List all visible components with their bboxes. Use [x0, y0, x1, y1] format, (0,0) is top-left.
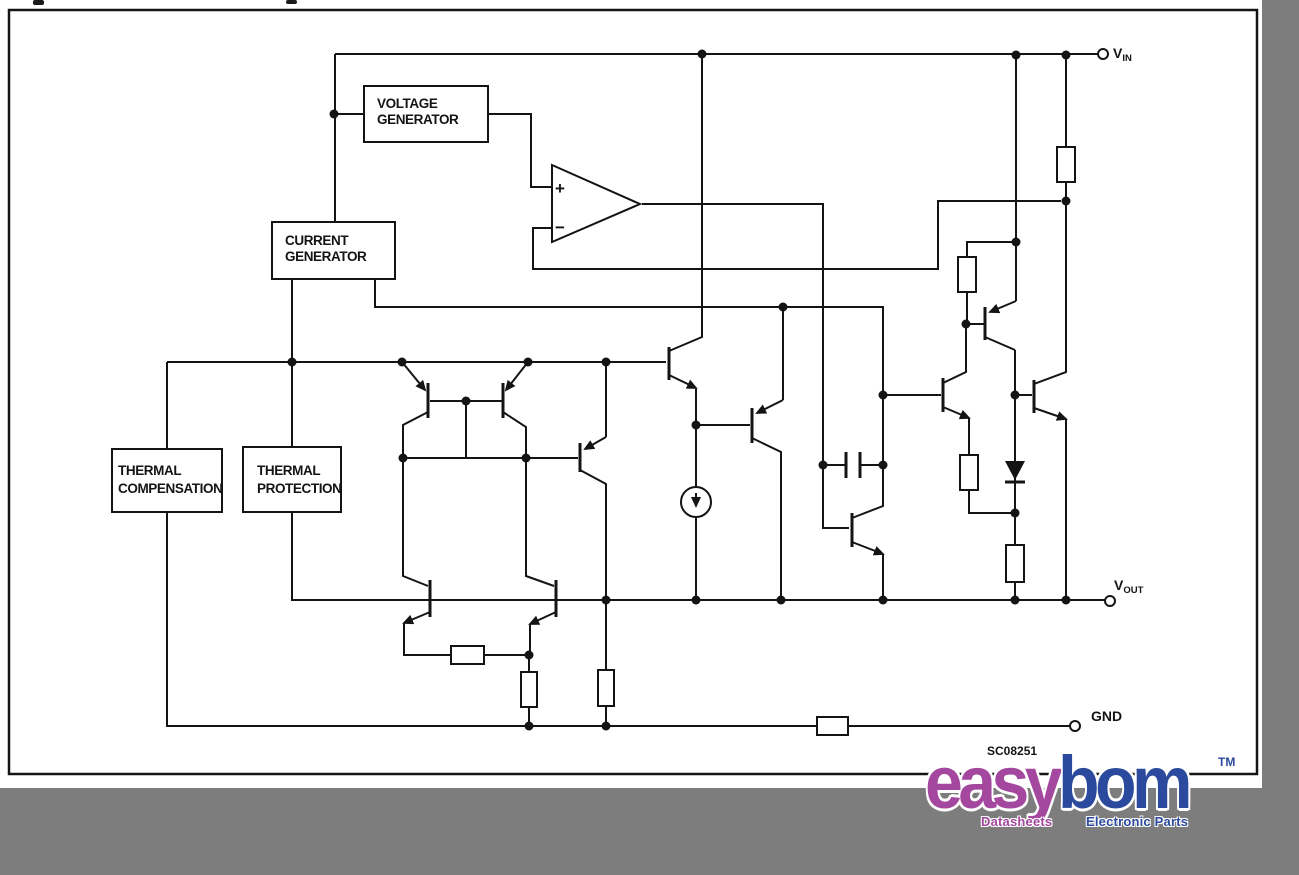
watermark-easy-text: easy [925, 741, 1063, 824]
wire-q3-collector [579, 469, 607, 600]
wire-q9-collector [942, 324, 967, 384]
transistor-q9-npn [941, 378, 971, 420]
svg-text:VOUT: VOUT [1114, 577, 1144, 596]
transistor-q4-npn [667, 347, 698, 389]
pin-gnd-label: GND [1091, 708, 1122, 724]
block-label: GENERATOR [285, 249, 367, 264]
capacitor [844, 452, 862, 478]
current-source [680, 486, 712, 518]
watermark-tagline-electronic-parts: Electronic Parts [1086, 814, 1189, 829]
block-thermal-compensation: THERMAL COMPENSATION [111, 448, 223, 513]
paper-background [0, 0, 1262, 788]
wire-opamp-minus-feedback [532, 200, 1061, 270]
block-current-generator: CURRENT GENERATOR [271, 221, 396, 280]
pin-vin-label: V [1113, 45, 1123, 61]
watermark-tagline-datasheets: Datasheets [981, 814, 1053, 829]
watermark-logo: easybom [925, 746, 1193, 820]
terminal-circle [1097, 48, 1109, 60]
wire-gnd-rail [166, 512, 1070, 727]
wire-q9-emitter-run [968, 418, 1015, 514]
transistor-q11-npn [1032, 380, 1068, 421]
block-label: THERMAL [118, 463, 181, 478]
terminal-circle [1069, 720, 1081, 732]
block-label: VOLTAGE [377, 96, 438, 111]
resistor [959, 454, 979, 491]
transistor-q5-pnp [750, 399, 784, 443]
resistor [450, 645, 485, 665]
pin-vin: VIN [1097, 45, 1132, 64]
wire-vin-drop [334, 54, 364, 222]
transistor-q10-pnp [983, 300, 1017, 340]
resistor [1056, 146, 1076, 183]
wire-opamp-plus-input [488, 113, 552, 188]
transistor-q6-npn [402, 580, 432, 625]
resistor [520, 671, 538, 708]
wire-q1-collector [402, 411, 429, 587]
figure-code: SC08251 [987, 744, 1037, 758]
wire-q2-collector [502, 411, 555, 587]
wire-q10-collector [984, 336, 1016, 351]
resistor [816, 716, 849, 736]
wire-current-gen-right [374, 279, 884, 519]
figure-frame [7, 8, 1259, 776]
block-thermal-protection: THERMAL PROTECTION [242, 446, 342, 513]
wire-opamp-output [642, 203, 849, 529]
opamp-plus-sign: + [555, 179, 565, 198]
pin-vout-label: V [1114, 577, 1124, 593]
wire-q5-collector [751, 437, 782, 600]
transistor-q2-pnp [501, 361, 529, 418]
block-label: THERMAL [257, 463, 320, 478]
resistor [957, 256, 977, 293]
diode [1005, 461, 1025, 484]
wire-r5-branch [966, 241, 1016, 324]
svg-text:VIN: VIN [1113, 45, 1132, 64]
block-label: GENERATOR [377, 112, 459, 127]
resistors [450, 146, 1076, 736]
pin-gnd: GND [1069, 708, 1122, 732]
resistor [1005, 544, 1025, 583]
wire-segments [166, 53, 1105, 727]
resistor [597, 669, 615, 707]
block-label: COMPENSATION [118, 481, 222, 496]
transistor-q8-npn [850, 513, 885, 556]
transistor-q1-pnp [401, 361, 430, 418]
pin-vout-subscript: OUT [1123, 585, 1143, 596]
transistor-q3-pnp [578, 436, 607, 472]
block-label: CURRENT [285, 233, 349, 248]
block-label: PROTECTION [257, 481, 342, 496]
junction-dots [287, 49, 1071, 731]
wire-vout-rail [291, 512, 1105, 601]
cropped-caption-descenders [33, 0, 297, 5]
wire-q6-emitter-run [403, 623, 529, 656]
opamp-minus-sign: − [555, 218, 565, 237]
watermark-tm: TM [1218, 755, 1236, 769]
terminal-circle [1104, 595, 1116, 607]
watermark-bom-text: bom [1058, 741, 1193, 824]
block-voltage-generator: VOLTAGE GENERATOR [363, 85, 489, 143]
opamp: + − [551, 163, 643, 244]
wire-q4-collector [668, 54, 703, 352]
transistor-q7-npn [528, 580, 558, 625]
pin-vin-subscript: IN [1122, 53, 1132, 64]
pin-vout: VOUT [1104, 577, 1144, 607]
